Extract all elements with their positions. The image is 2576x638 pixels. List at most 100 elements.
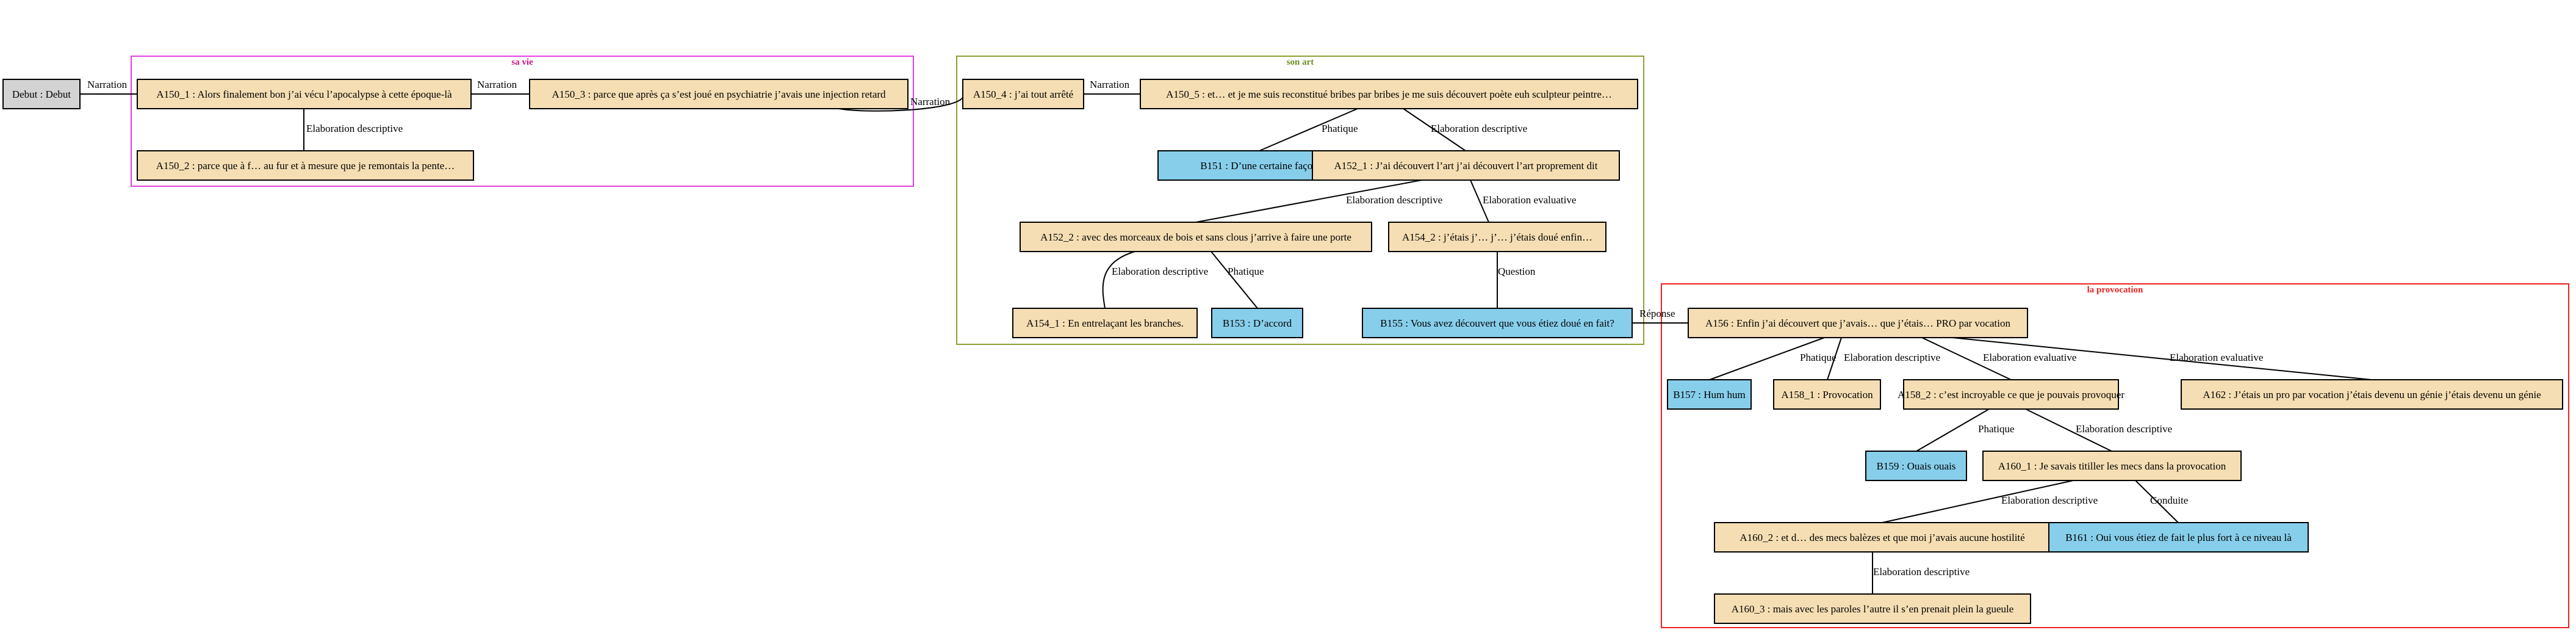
edge-label: Réponse: [1639, 308, 1675, 319]
edge-label: Elaboration descriptive: [306, 123, 403, 134]
cluster-provocation: la provocation: [1661, 283, 2569, 628]
edge-a152-2-to-a154-1: [1102, 251, 1135, 309]
node-label: A150_5 : et… et je me suis reconstitué b…: [1166, 89, 1612, 100]
edge-label: Phatique: [1978, 423, 2015, 435]
edge-label: Elaboration descriptive: [1844, 352, 1940, 363]
node-box: [2, 79, 81, 109]
node-b153: B153 : D’accord: [1211, 308, 1303, 338]
edge-label: Phatique: [1800, 352, 1837, 363]
edge-a156-to-a158-2: [1921, 337, 2012, 380]
node-label: A150_1 : Alors finalement bon j’ai vécu …: [156, 89, 452, 100]
node-label: A160_1 : Je savais titiller les mecs dan…: [1998, 460, 2226, 472]
node-box: [1688, 308, 2028, 338]
edge-label: Elaboration evaluative: [2170, 352, 2263, 363]
node-box: [1140, 79, 1638, 109]
edge-label: Elaboration descriptive: [1873, 566, 1970, 578]
node-box: [962, 79, 1084, 109]
edge-a156-to-a162: [1952, 337, 2372, 380]
node-label: B157 : Hum hum: [1673, 389, 1746, 401]
edge-a152-2-to-b153: [1211, 251, 1258, 309]
node-a150-3: A150_3 : parce que après ça s’est joué e…: [529, 79, 908, 109]
cluster-label: son art: [1287, 57, 1314, 67]
node-label: B159 : Ouais ouais: [1877, 460, 1956, 472]
edge-label: Narration: [87, 79, 128, 90]
cluster-border: [1661, 283, 2569, 628]
cluster-border: [131, 56, 914, 187]
node-label: A162 : J’étais un pro par vocation j’éta…: [2203, 389, 2541, 401]
node-box: [1982, 451, 2242, 481]
node-label: B151 : D’une certaine façon: [1200, 160, 1318, 172]
node-box: [1714, 522, 2051, 553]
node-box: [1020, 222, 1372, 252]
node-box: [2181, 379, 2563, 410]
node-label: B161 : Oui vous étiez de fait le plus fo…: [2065, 532, 2292, 543]
node-label: B155 : Vous avez découvert que vous étie…: [1380, 317, 1614, 329]
node-box: [1012, 308, 1198, 338]
node-label: B153 : D’accord: [1223, 317, 1292, 329]
node-box: [1773, 379, 1881, 410]
node-a160-1: A160_1 : Je savais titiller les mecs dan…: [1982, 451, 2242, 481]
node-box: [137, 150, 474, 181]
edge-label: Narration: [910, 96, 951, 107]
node-label: A150_2 : parce que à f… au fur et à mesu…: [156, 160, 455, 172]
cluster-border: [956, 56, 1644, 345]
cluster-son-art: son art: [956, 56, 1644, 345]
node-a152-1: A152_1 : J’ai découvert l’art j’ai décou…: [1312, 150, 1620, 181]
cluster-label: sa vie: [511, 57, 533, 67]
edge-a150-5-to-a152-1: [1403, 108, 1466, 151]
edge-label: Elaboration descriptive: [2076, 423, 2172, 435]
node-label: A152_1 : J’ai découvert l’art j’ai décou…: [1334, 160, 1598, 172]
node-box: [137, 79, 472, 109]
node-b157: B157 : Hum hum: [1667, 379, 1752, 410]
cluster-sa-vie: sa vie: [131, 56, 914, 187]
node-box: [1362, 308, 1633, 338]
node-box: [1903, 379, 2119, 410]
node-a160-2: A160_2 : et d… des mecs balèzes et que m…: [1714, 522, 2051, 553]
node-a150-2: A150_2 : parce que à f… au fur et à mesu…: [137, 150, 474, 181]
node-label: Debut : Debut: [12, 89, 71, 100]
node-label: A150_4 : j’ai tout arrêté: [973, 89, 1073, 100]
edge-label: Elaboration descriptive: [1346, 194, 1442, 206]
edge-a156-to-a158-1: [1827, 337, 1842, 380]
node-label: A150_3 : parce que après ça s’est joué e…: [552, 89, 886, 100]
node-label: A154_2 : j’étais j’… j’… j’étais doué en…: [1402, 231, 1592, 243]
node-label: A152_2 : avec des morceaux de bois et sa…: [1040, 231, 1351, 243]
node-a154-1: A154_1 : En entrelaçant les branches.: [1012, 308, 1198, 338]
node-a156: A156 : Enfin j’ai découvert que j’avais……: [1688, 308, 2028, 338]
node-label: A156 : Enfin j’ai découvert que j’avais……: [1705, 317, 2010, 329]
edge-label: Phatique: [1322, 123, 1358, 134]
edge-a158-2-to-b159: [1916, 408, 1990, 452]
node-label: A160_3 : mais avec les paroles l’autre i…: [1732, 603, 2014, 615]
node-box: [1667, 379, 1752, 410]
node-box: [2048, 522, 2309, 553]
node-a150-5: A150_5 : et… et je me suis reconstitué b…: [1140, 79, 1638, 109]
node-label: A158_1 : Provocation: [1781, 389, 1873, 401]
node-label: A158_2 : c’est incroyable ce que je pouv…: [1898, 389, 2124, 401]
edge-label: Elaboration descriptive: [1431, 123, 1527, 134]
node-label: A154_1 : En entrelaçant les branches.: [1026, 317, 1184, 329]
edge-label: Question: [1498, 266, 1536, 277]
edge-a156-to-b157: [1709, 337, 1825, 380]
node-a150-1: A150_1 : Alors finalement bon j’ai vécu …: [137, 79, 472, 109]
node-b155: B155 : Vous avez découvert que vous étie…: [1362, 308, 1633, 338]
edge-a160-1-to-a160-2: [1882, 480, 2074, 523]
node-box: [1388, 222, 1606, 252]
node-a162: A162 : J’étais un pro par vocation j’éta…: [2181, 379, 2563, 410]
node-a158-1: A158_1 : Provocation: [1773, 379, 1881, 410]
edge-label: Narration: [477, 79, 517, 90]
node-a158-2: A158_2 : c’est incroyable ce que je pouv…: [1898, 379, 2124, 410]
node-a154-2: A154_2 : j’étais j’… j’… j’étais doué en…: [1388, 222, 1606, 252]
edge-label: Elaboration descriptive: [1112, 266, 1208, 277]
node-b159: B159 : Ouais ouais: [1865, 451, 1967, 481]
node-a150-4: A150_4 : j’ai tout arrêté: [962, 79, 1084, 109]
cluster-label: la provocation: [2087, 285, 2143, 295]
node-b161: B161 : Oui vous étiez de fait le plus fo…: [2048, 522, 2309, 553]
edge-label: Elaboration evaluative: [1483, 194, 1576, 206]
node-box: [1211, 308, 1303, 338]
edge-label: Elaboration descriptive: [2001, 495, 2098, 506]
node-box: [529, 79, 908, 109]
edge-label: Conduite: [2150, 495, 2188, 506]
edge-a150-5-to-b151: [1259, 108, 1358, 151]
edge-a158-2-to-a160-1: [2025, 408, 2112, 452]
